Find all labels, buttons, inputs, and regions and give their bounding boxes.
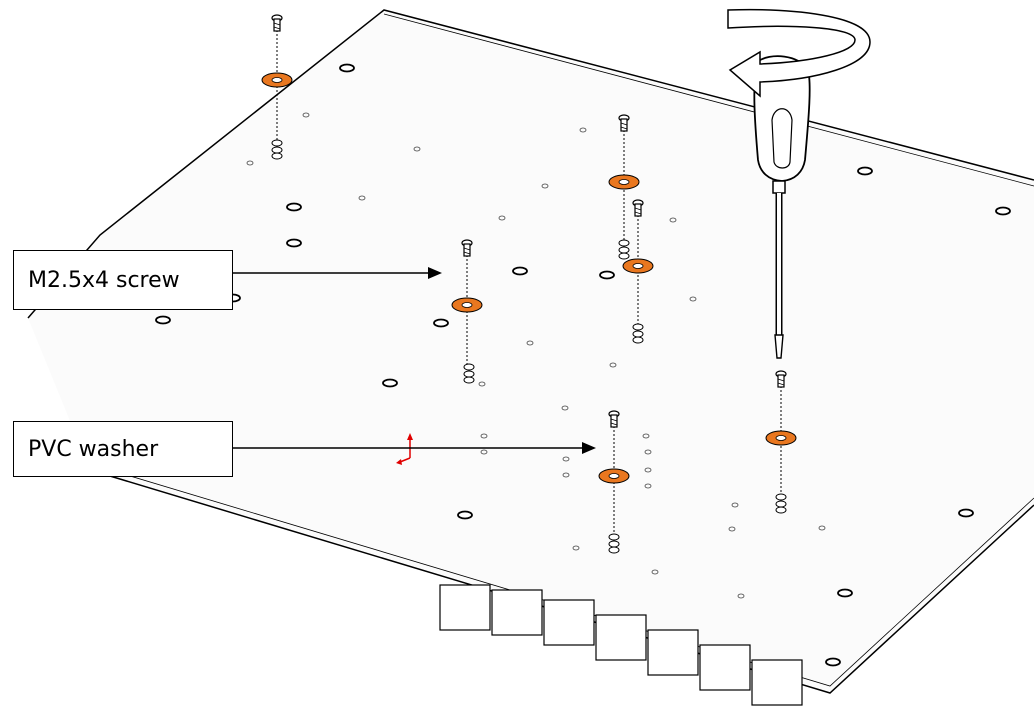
screw-callout-label: M2.5x4 screw xyxy=(13,250,233,310)
screw-assembly-2 xyxy=(608,114,640,260)
counterclockwise-arrow-icon xyxy=(727,8,871,98)
screw-assembly-1 xyxy=(261,14,293,160)
screwdriver-icon xyxy=(753,55,811,359)
connector-block xyxy=(439,584,803,706)
washer-callout-label: PVC washer xyxy=(13,421,233,477)
screw-assembly-4 xyxy=(451,239,483,384)
screw-leader-arrow xyxy=(233,267,442,279)
washer-leader-arrow xyxy=(233,442,596,454)
screw-assembly-3 xyxy=(622,199,654,344)
axis-marker-icon xyxy=(396,433,413,465)
